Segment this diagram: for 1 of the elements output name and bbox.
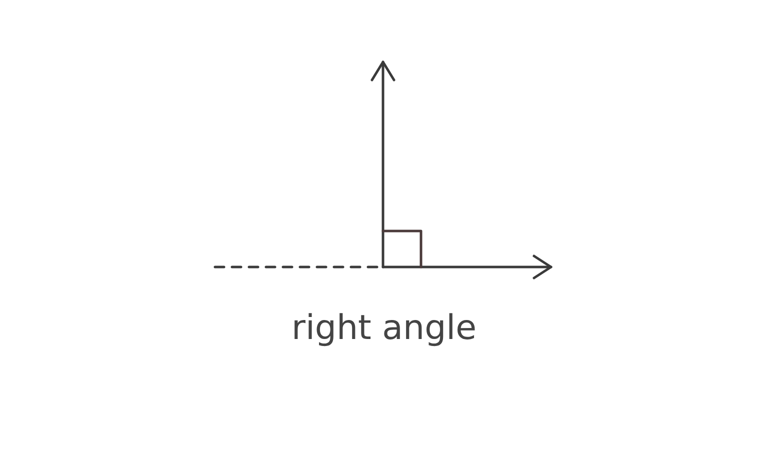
angle-label: right angle xyxy=(291,308,477,348)
